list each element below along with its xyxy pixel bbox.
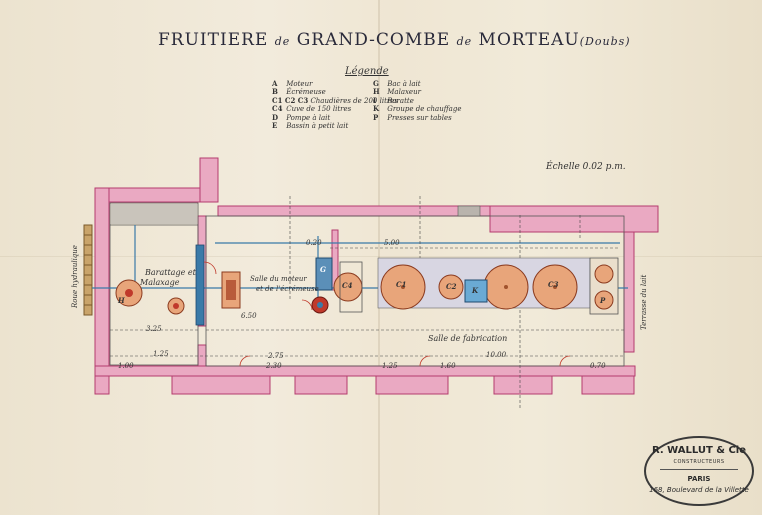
- stamp-address: 168, Boulevard de la Villette: [649, 486, 749, 494]
- legend-item: I Baratte: [373, 95, 414, 105]
- label-roue-hydraulique: Roue hydraulique: [71, 245, 79, 308]
- legend-item: B Écrémeuse: [272, 87, 326, 97]
- title-grand-combe: GRAND-COMBE: [296, 30, 451, 50]
- presse-P1: [594, 264, 614, 284]
- pier-5: [581, 375, 635, 395]
- bac-G: [315, 257, 333, 291]
- room-label-moteur-2: et de l'écrémeuse: [256, 285, 319, 293]
- dim-1-60: 1.60: [440, 362, 456, 370]
- stamp-city: PARIS: [687, 475, 711, 483]
- label-C2: C2: [446, 282, 457, 291]
- pier-2: [294, 375, 348, 395]
- title-de-1: de: [274, 35, 291, 48]
- vat-C2-small: [438, 274, 464, 300]
- title-de-2: de: [456, 35, 473, 48]
- dim-0-20: 0.20: [306, 239, 322, 247]
- chauffage-K: [464, 279, 488, 303]
- legend-item: K Groupe de chauffage: [373, 104, 462, 114]
- label-terrasse: Terrasse du lait: [640, 274, 648, 330]
- room-label-moteur: Salle du moteur: [250, 275, 307, 283]
- pier-1: [171, 375, 271, 395]
- title-region: (Doubs): [579, 35, 631, 48]
- room-label-barattage: Barattage et: [145, 268, 196, 277]
- wall-left: [94, 187, 110, 395]
- dim-6-50: 6.50: [241, 312, 257, 320]
- label-C3: C3: [548, 280, 559, 289]
- wall-top-right-block: [489, 205, 659, 233]
- stamp-name: R. WALLUT & Cie: [651, 445, 747, 456]
- label-K: K: [472, 286, 479, 295]
- wall-chimney: [199, 157, 219, 203]
- label-C1: C1: [396, 280, 407, 289]
- scale-note: Échelle 0.02 p.m.: [546, 162, 626, 172]
- water-wheel: [83, 224, 93, 316]
- legend-item: C4 Cuve de 150 litres: [272, 104, 352, 114]
- legend-item: P Presses sur tables: [373, 112, 452, 122]
- paper-fold-horizontal: [0, 256, 762, 257]
- legend-item: E Bassin à petit lait: [272, 121, 349, 131]
- room-main-outline: [205, 215, 625, 367]
- pier-4: [493, 375, 553, 395]
- legend-left-column: A Moteur B Écrémeuse C1 C2 C3 Chaudières…: [272, 79, 398, 131]
- legend-heading: Légende: [345, 66, 389, 77]
- plan-title: FRUITIERE de GRAND-COMBE de MORTEAU(Doub…: [158, 30, 631, 50]
- partition-left-low: [197, 344, 207, 367]
- presse-P2: [594, 290, 614, 310]
- hatch-top-left: [111, 204, 197, 224]
- room-label-malaxage: Malaxage: [140, 278, 180, 287]
- room-label-fabrication: Salle de fabrication: [428, 334, 508, 343]
- label-H: H: [118, 296, 125, 305]
- maker-stamp: R. WALLUT & Cie CONSTRUCTEURS PARIS 168,…: [644, 436, 754, 506]
- legend-right-column: G Bac à lait H Malaxeur I Baratte K Grou…: [373, 79, 462, 122]
- label-C4: C4: [342, 281, 353, 290]
- title-fruitiere: FRUITIERE: [158, 30, 269, 50]
- stamp-sub: CONSTRUCTEURS: [673, 459, 725, 465]
- title-morteau: MORTEAU: [478, 30, 580, 50]
- legend-item: A Moteur: [272, 79, 313, 88]
- dim-1-25b: 1.25: [382, 362, 398, 370]
- paper-fold-vertical: [378, 0, 380, 515]
- dim-0-70: 0.70: [590, 362, 606, 370]
- dim-1-25: 1.25: [153, 350, 169, 358]
- wall-right: [623, 231, 635, 353]
- legend-item: H Malaxeur: [373, 87, 421, 97]
- legend-item: G Bac à lait: [373, 79, 421, 88]
- label-G: G: [320, 265, 326, 274]
- pier-3: [375, 375, 449, 395]
- dim-10-00: 10.00: [486, 351, 507, 359]
- legend-item: D Pompe à lait: [272, 112, 331, 122]
- dim-5-00: 5.00: [384, 239, 400, 247]
- dim-3-25: 3.25: [146, 325, 162, 333]
- stamp-rule: [660, 469, 738, 470]
- dim-1-00: 1.00: [118, 362, 134, 370]
- dim-2-75: 2.75: [268, 352, 284, 360]
- dim-2-30: 2.30: [266, 362, 282, 370]
- wall-bottom: [94, 365, 636, 377]
- label-P: P: [600, 296, 606, 305]
- legend-item: C1 C2 C3 Chaudières de 200 litres: [272, 95, 398, 105]
